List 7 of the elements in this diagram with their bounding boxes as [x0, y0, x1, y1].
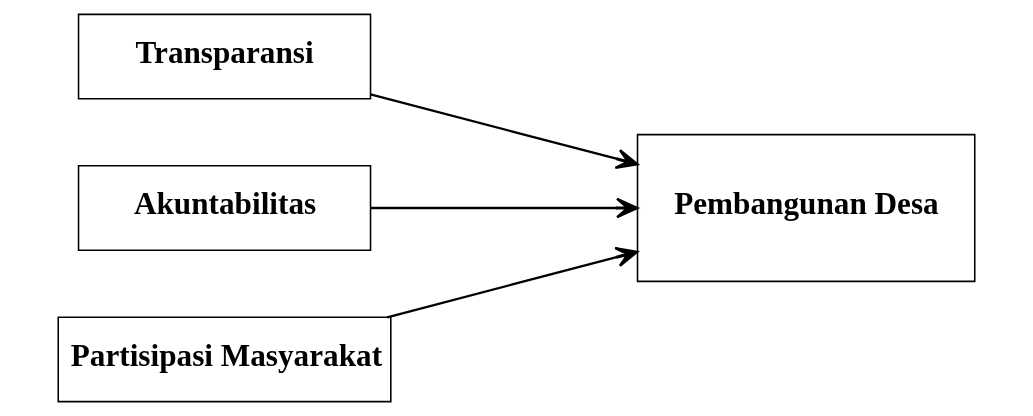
arrow	[370, 93, 639, 170]
arrow	[370, 197, 639, 219]
node-box: Pembangunan Desa	[636, 133, 976, 283]
node-box: Partisipasi Masyarakat	[57, 316, 392, 403]
arrow	[386, 246, 639, 319]
node-box: Transparansi	[77, 13, 372, 100]
node-box: Akuntabilitas	[77, 165, 372, 251]
